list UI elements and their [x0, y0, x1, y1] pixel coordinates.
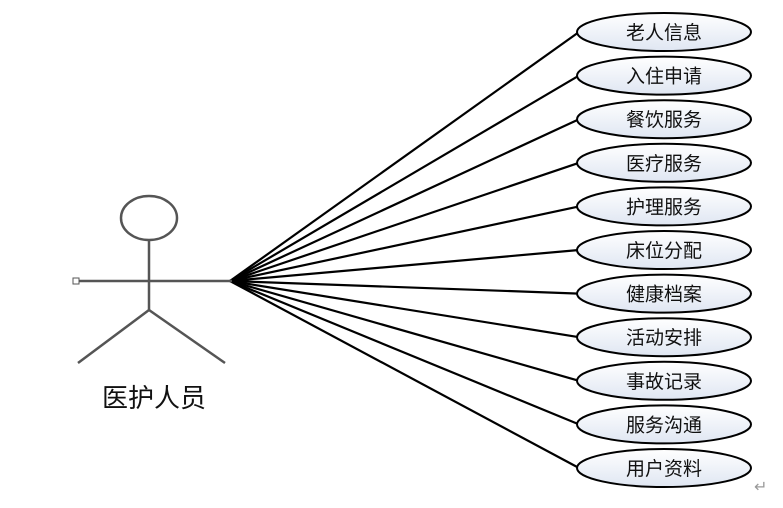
association-line	[229, 279, 580, 382]
paragraph-mark: ↵	[754, 477, 767, 496]
actor-left-leg	[77, 308, 150, 365]
use-case-label: 健康档案	[626, 284, 702, 306]
use-case: 餐饮服务	[576, 99, 752, 140]
use-case: 健康档案	[576, 273, 752, 314]
actor-figure	[72, 194, 232, 365]
use-case-ellipse	[576, 273, 752, 314]
actor-anchor-handle	[72, 277, 80, 285]
use-case-ellipse	[576, 404, 752, 445]
association-lines	[229, 31, 580, 469]
use-case-ellipse	[576, 99, 752, 140]
use-case: 事故记录	[576, 360, 752, 401]
use-case: 床位分配	[576, 230, 752, 270]
use-case-ellipse	[576, 448, 752, 488]
use-case: 用户资料	[576, 448, 752, 488]
association-line	[229, 74, 580, 282]
association-line	[229, 31, 580, 282]
use-case-ellipse	[576, 186, 752, 227]
use-case-label: 护理服务	[626, 196, 702, 218]
actor-label: 医护人员	[102, 384, 206, 414]
actor-head	[119, 194, 179, 242]
use-case-label: 入住申请	[626, 66, 702, 88]
use-case-ellipse	[576, 360, 752, 401]
use-case: 入住申请	[576, 55, 752, 96]
use-case: 活动安排	[576, 317, 752, 358]
association-line	[229, 279, 580, 295]
use-case-ellipse	[576, 142, 752, 183]
use-case-label: 餐饮服务	[626, 109, 702, 131]
use-case-label: 活动安排	[626, 327, 702, 349]
use-case-ellipse	[576, 230, 752, 270]
association-line	[229, 279, 580, 426]
association-line	[229, 248, 580, 283]
use-case-label: 用户资料	[626, 458, 702, 480]
use-case-ellipse	[576, 12, 752, 52]
use-case-label: 床位分配	[626, 240, 702, 262]
actor-right-leg	[148, 308, 226, 365]
association-line	[229, 205, 580, 283]
use-case-ellipse	[576, 55, 752, 96]
use-case: 服务沟通	[576, 404, 752, 445]
use-case-label: 服务沟通	[626, 414, 702, 436]
association-line	[229, 280, 580, 469]
association-line	[229, 161, 580, 283]
use-case: 老人信息	[576, 12, 752, 52]
use-case-label: 医疗服务	[626, 153, 702, 175]
use-case-label: 老人信息	[626, 22, 702, 44]
use-case: 医疗服务	[576, 142, 752, 183]
use-case-list: 老人信息入住申请餐饮服务医疗服务护理服务床位分配健康档案活动安排事故记录服务沟通…	[576, 12, 752, 488]
use-case-label: 事故记录	[626, 371, 702, 393]
use-case: 护理服务	[576, 186, 752, 227]
association-line	[229, 279, 580, 339]
association-line	[229, 118, 580, 282]
use-case-ellipse	[576, 317, 752, 358]
